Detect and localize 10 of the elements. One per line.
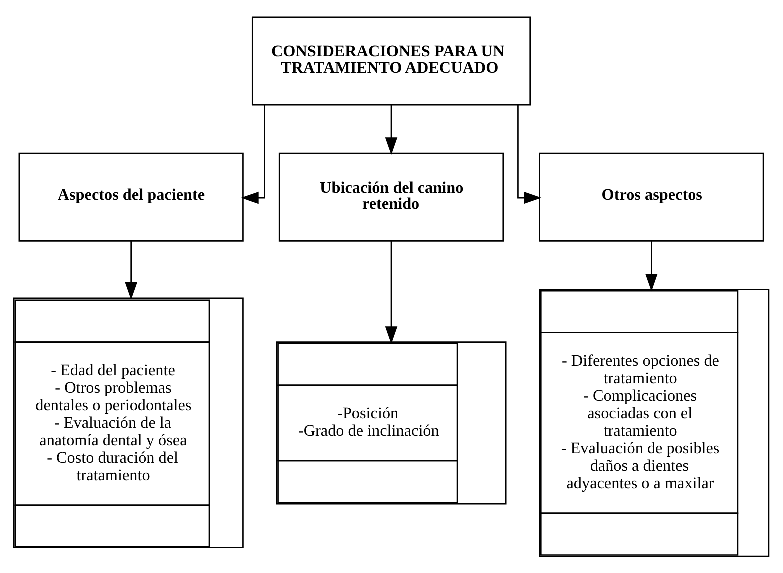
arrow: [646, 240, 658, 292]
arrow: [125, 240, 138, 300]
node-box: CONSIDERACIONES PARA UN TRATAMIENTO ADECUADO: [252, 16, 532, 106]
arrow: [385, 240, 398, 344]
arrow: [241, 104, 266, 204]
node-box: Otros aspectos: [539, 152, 764, 242]
arrow: [385, 104, 398, 155]
node-box: Ubicación del canino retenido: [278, 152, 504, 242]
arrow: [518, 104, 542, 204]
node-box: Aspectos del paciente: [18, 152, 244, 242]
